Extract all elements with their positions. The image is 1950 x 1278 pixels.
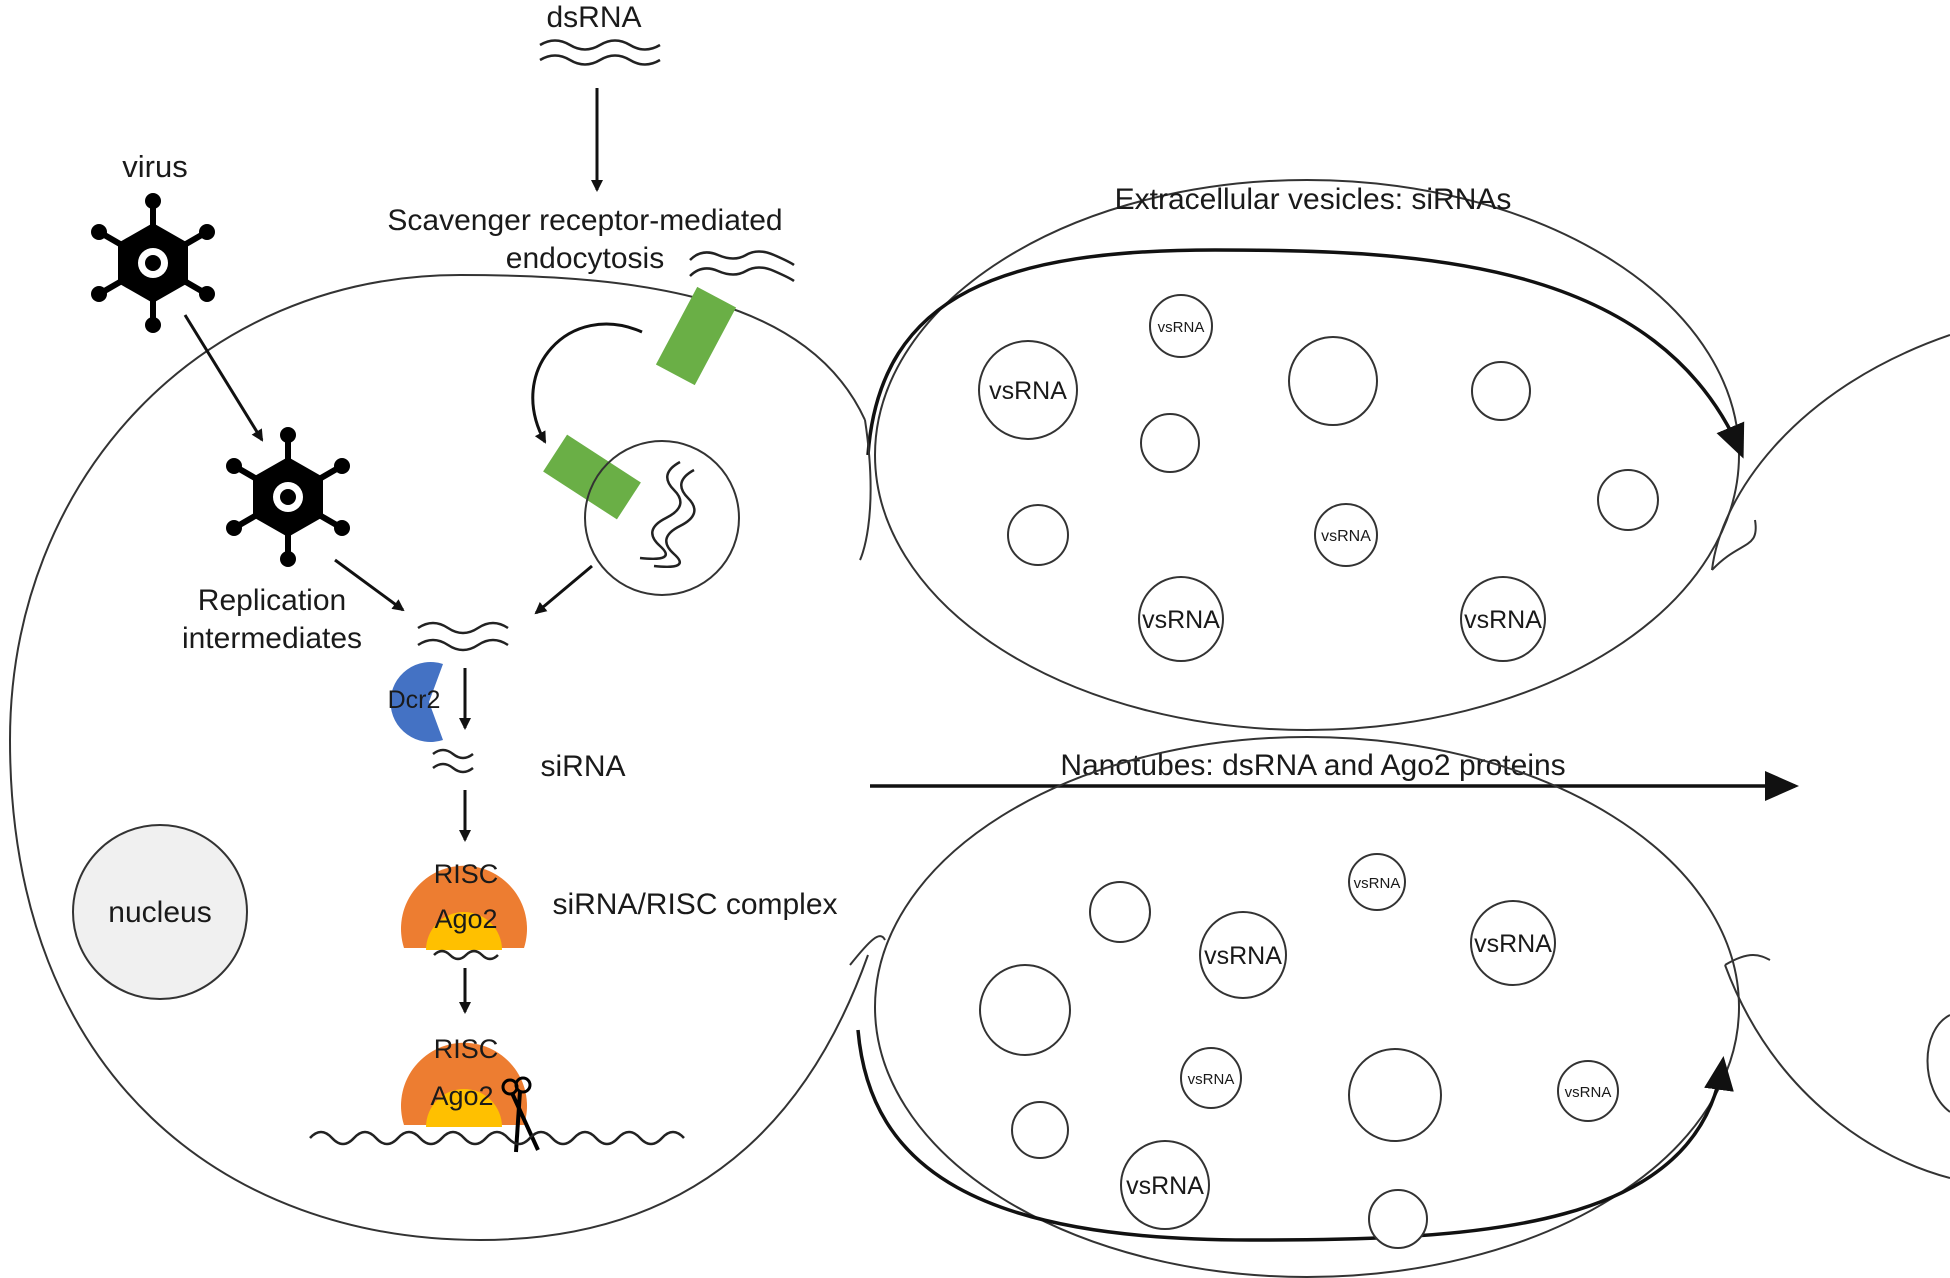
endosome: [584, 440, 740, 596]
dcr2-label: Dcr2: [388, 686, 441, 714]
ago2-1: [426, 912, 502, 950]
nucleus-label: nucleus: [108, 896, 211, 929]
endosome-release-arrow: [534, 564, 593, 615]
small-vesicle: [1597, 469, 1659, 531]
scavenger-label-line1: Scavenger receptor-mediated: [387, 204, 782, 237]
small-vesicle: [1368, 1189, 1428, 1249]
virus-entry-arrow: [183, 314, 264, 442]
nanotube-title: Nanotubes: dsRNA and Ago2 proteins: [1060, 749, 1565, 782]
small-vesicle: [1314, 503, 1378, 567]
scavenger-label-line2: endocytosis: [506, 242, 664, 275]
membrane-fusion-top-left: [859, 419, 872, 561]
virus-icon: [91, 193, 215, 333]
vesicle-vsrna-label: vsRNA: [989, 377, 1067, 405]
vesicle-vsrna-label: vsRNA: [1188, 1071, 1235, 1088]
extracellular-vesicle-lower: [874, 736, 1740, 1278]
scissors-icon: [501, 1076, 540, 1153]
scavenger-receptor-surface: [655, 286, 737, 386]
extracellular-dsrna-icon: [689, 250, 795, 283]
vesicle-vsrna-label: vsRNA: [1565, 1084, 1612, 1101]
small-vesicle: [1199, 911, 1287, 999]
risc-complex-2: [401, 1042, 527, 1125]
replication-label-line2: intermediates: [182, 622, 362, 655]
host-cell-membrane: [8, 273, 869, 1242]
small-vesicle: [1089, 881, 1151, 943]
sirna-label: siRNA: [540, 750, 625, 783]
nucleus: [72, 824, 248, 1000]
small-vesicle: [1007, 504, 1069, 566]
recipient-cell-membrane-lower: [1724, 964, 1950, 1179]
vesicle-vsrna-label: vsRNA: [1474, 930, 1552, 958]
membrane-fusion-bottom-left: [849, 935, 886, 966]
nanotube-transfer-arrow-bottom: [856, 1029, 1734, 1242]
neighbor-cell-partial: [1926, 1014, 1950, 1113]
vesicle-vsrna-label: vsRNA: [1354, 875, 1401, 892]
ev-transfer-arrow-top: [866, 248, 1745, 459]
small-vesicle: [1011, 1101, 1069, 1159]
risc-bound-sirna: [433, 949, 499, 961]
recipient-cell-membrane: [1711, 334, 1950, 571]
scavenger-receptor-internalized: [543, 434, 641, 520]
small-vesicle: [1471, 361, 1531, 421]
small-vesicle: [1460, 576, 1546, 662]
vesicle-vsrna-label: vsRNA: [1142, 606, 1220, 634]
virus-intracellular-icon: [226, 427, 350, 567]
small-vesicle: [1180, 1047, 1242, 1109]
vesicle-group-lower: vsRNA vsRNA vsRNA vsRNA vsRNA vsRNA: [979, 853, 1619, 1249]
ev-title: Extracellular vesicles: siRNAs: [1115, 183, 1512, 216]
small-vesicle: [1120, 1140, 1210, 1230]
small-vesicle: [1149, 294, 1213, 358]
small-vesicle: [1288, 336, 1378, 426]
membrane-fusion-bottom-right: [1724, 954, 1771, 966]
small-vesicle: [1138, 576, 1224, 662]
vesicle-vsrna-label: vsRNA: [1204, 942, 1282, 970]
dsrna-label: dsRNA: [546, 1, 641, 34]
risc-label-2: RISC: [434, 1034, 499, 1064]
virus-label: virus: [122, 149, 187, 184]
risc-complex-1: [401, 865, 527, 948]
replication-label-line1: Replication: [198, 584, 346, 617]
small-vesicle: [1348, 853, 1406, 911]
small-vesicle: [979, 964, 1071, 1056]
sirna-icon: [432, 748, 474, 774]
vesicle-vsrna-label: vsRNA: [1158, 319, 1205, 336]
risc-complex-label: siRNA/RISC complex: [552, 888, 837, 921]
small-vesicle: [1140, 413, 1200, 473]
vesicle-group-upper: vsRNA vsRNA vsRNA vsRNA vsRNA: [978, 294, 1659, 662]
vesicle-vsrna-label: vsRNA: [1321, 528, 1371, 545]
ago2-label-1: Ago2: [434, 904, 497, 934]
small-vesicle: [1348, 1048, 1442, 1142]
vesicle-vsrna-label: vsRNA: [1464, 606, 1542, 634]
vesicle-vsrna-label: vsRNA: [1126, 1172, 1204, 1200]
target-viral-rna: [309, 1130, 685, 1146]
dsrna-wave-icon: [539, 39, 661, 66]
replication-arrow: [334, 558, 405, 612]
small-vesicle: [1557, 1060, 1619, 1122]
small-vesicle: [978, 340, 1078, 440]
membrane-fusion-top-right: [1711, 519, 1757, 571]
endosome-dsrna-icon: [639, 460, 696, 568]
extracellular-vesicle-upper: [874, 179, 1740, 731]
risc-label-1: RISC: [434, 859, 499, 889]
ago2-label-2: Ago2: [430, 1081, 493, 1111]
dcr2-icon: [390, 662, 443, 742]
ago2-2: [426, 1089, 502, 1127]
small-vesicle: [1470, 900, 1556, 986]
cytoplasmic-dsrna-icon: [417, 621, 509, 652]
endocytosis-curve-arrow: [531, 322, 643, 444]
